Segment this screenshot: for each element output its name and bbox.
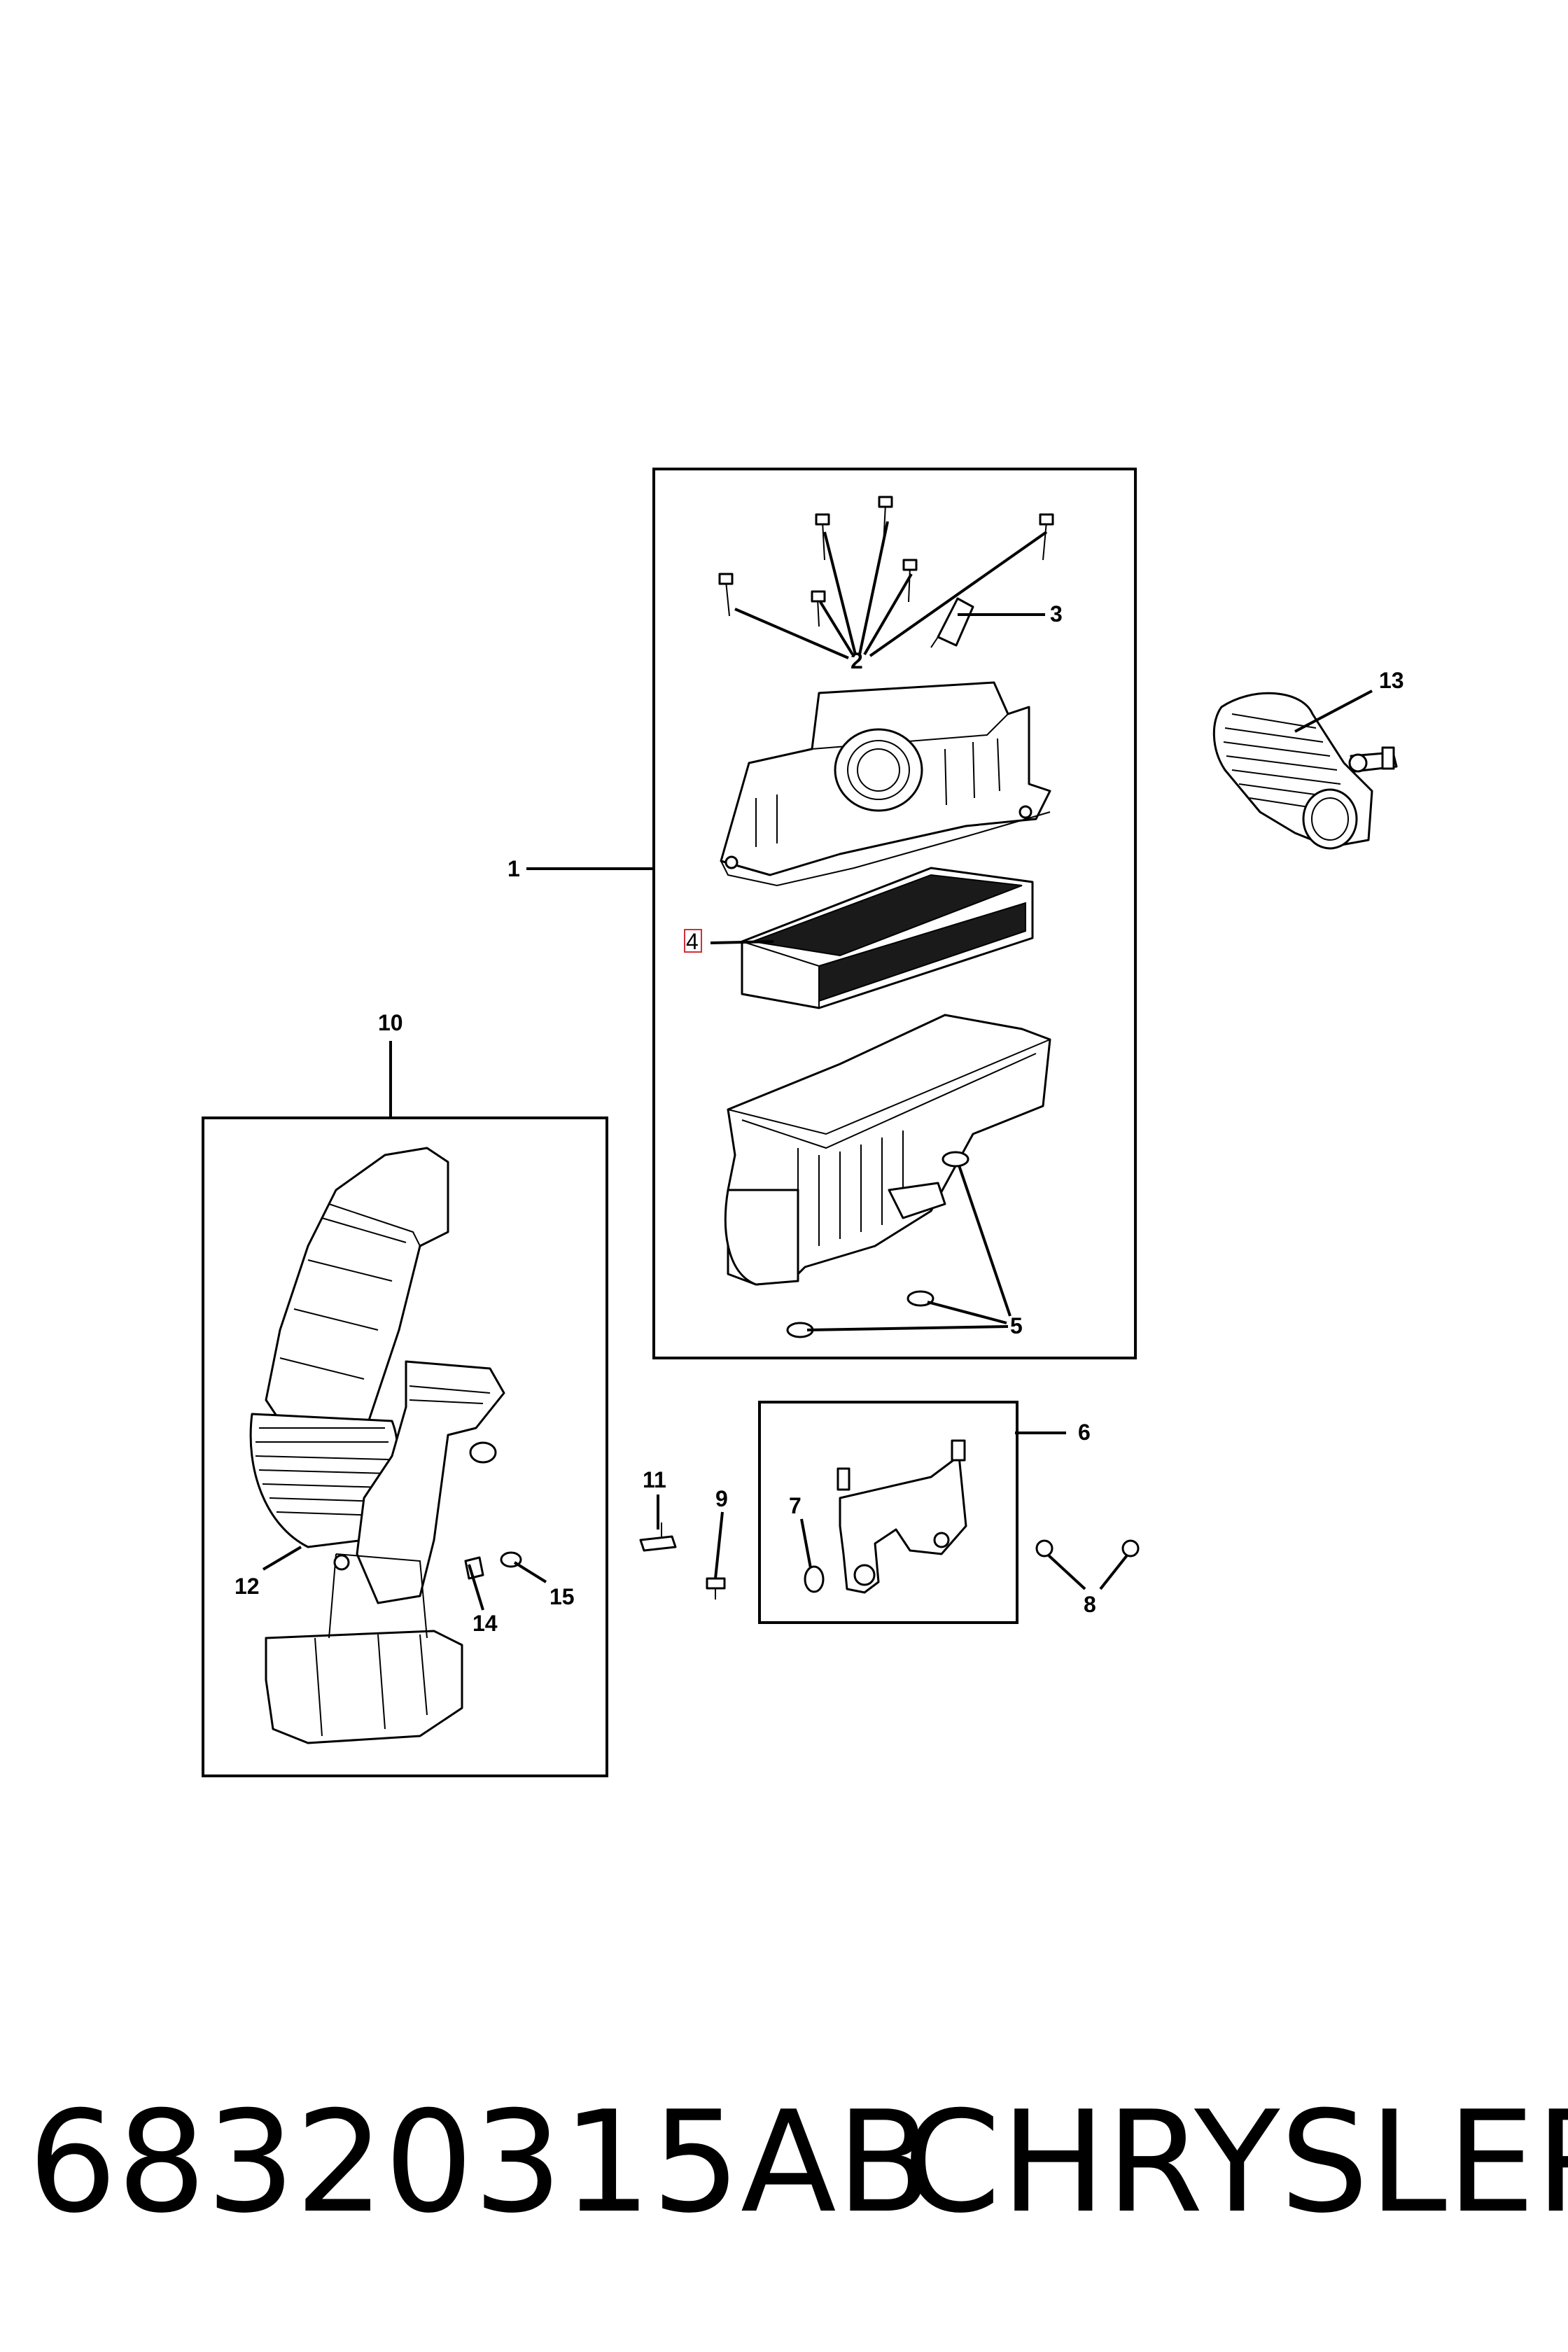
callout-4: 4	[686, 929, 699, 954]
air-inlet-duct	[249, 1147, 505, 1744]
callout-10: 10	[378, 1010, 403, 1035]
callout-2: 2	[850, 648, 863, 673]
callout-13: 13	[1379, 668, 1404, 693]
bracket-6-frame	[758, 1401, 1018, 1624]
leader-lines	[262, 521, 1373, 1611]
callout-6: 6	[1078, 1420, 1091, 1445]
clips-14-15	[464, 1551, 522, 1580]
callout-1: 1	[507, 856, 520, 881]
sensor-3	[930, 597, 974, 648]
assembly-1-frame	[652, 468, 1137, 1359]
fastener-11	[639, 1522, 677, 1552]
hose-13	[1212, 692, 1398, 850]
fastener-9	[706, 1577, 726, 1600]
callout-5: 5	[1010, 1313, 1023, 1338]
air-filter-element	[741, 867, 1034, 1009]
callout-4-highlight	[684, 929, 702, 953]
nuts-8	[1035, 1539, 1140, 1558]
callout-9: 9	[715, 1486, 728, 1511]
air-cleaner-cover	[720, 681, 1051, 887]
air-box-lower	[724, 1014, 1051, 1286]
callout-12: 12	[234, 1574, 260, 1599]
callout-14: 14	[472, 1611, 498, 1636]
bracket-6	[804, 1439, 967, 1594]
callout-7: 7	[789, 1493, 802, 1518]
assembly-10-frame	[202, 1116, 608, 1777]
footer-caption: 68320315AB CHRYSLER	[0, 2093, 1568, 2233]
callout-3: 3	[1050, 601, 1063, 626]
grommets-5	[786, 1151, 969, 1338]
brand-name: CHRYSLER	[903, 2081, 1568, 2244]
bolt-fasteners	[718, 496, 1054, 627]
callout-labels: 1 2 3 4 5 6 7 8 9 10 11 12 13 14 15	[234, 601, 1404, 1636]
callout-8: 8	[1084, 1592, 1096, 1617]
callout-11: 11	[643, 1467, 666, 1492]
callout-15: 15	[550, 1584, 575, 1609]
part-number: 68320315AB	[28, 2081, 932, 2244]
